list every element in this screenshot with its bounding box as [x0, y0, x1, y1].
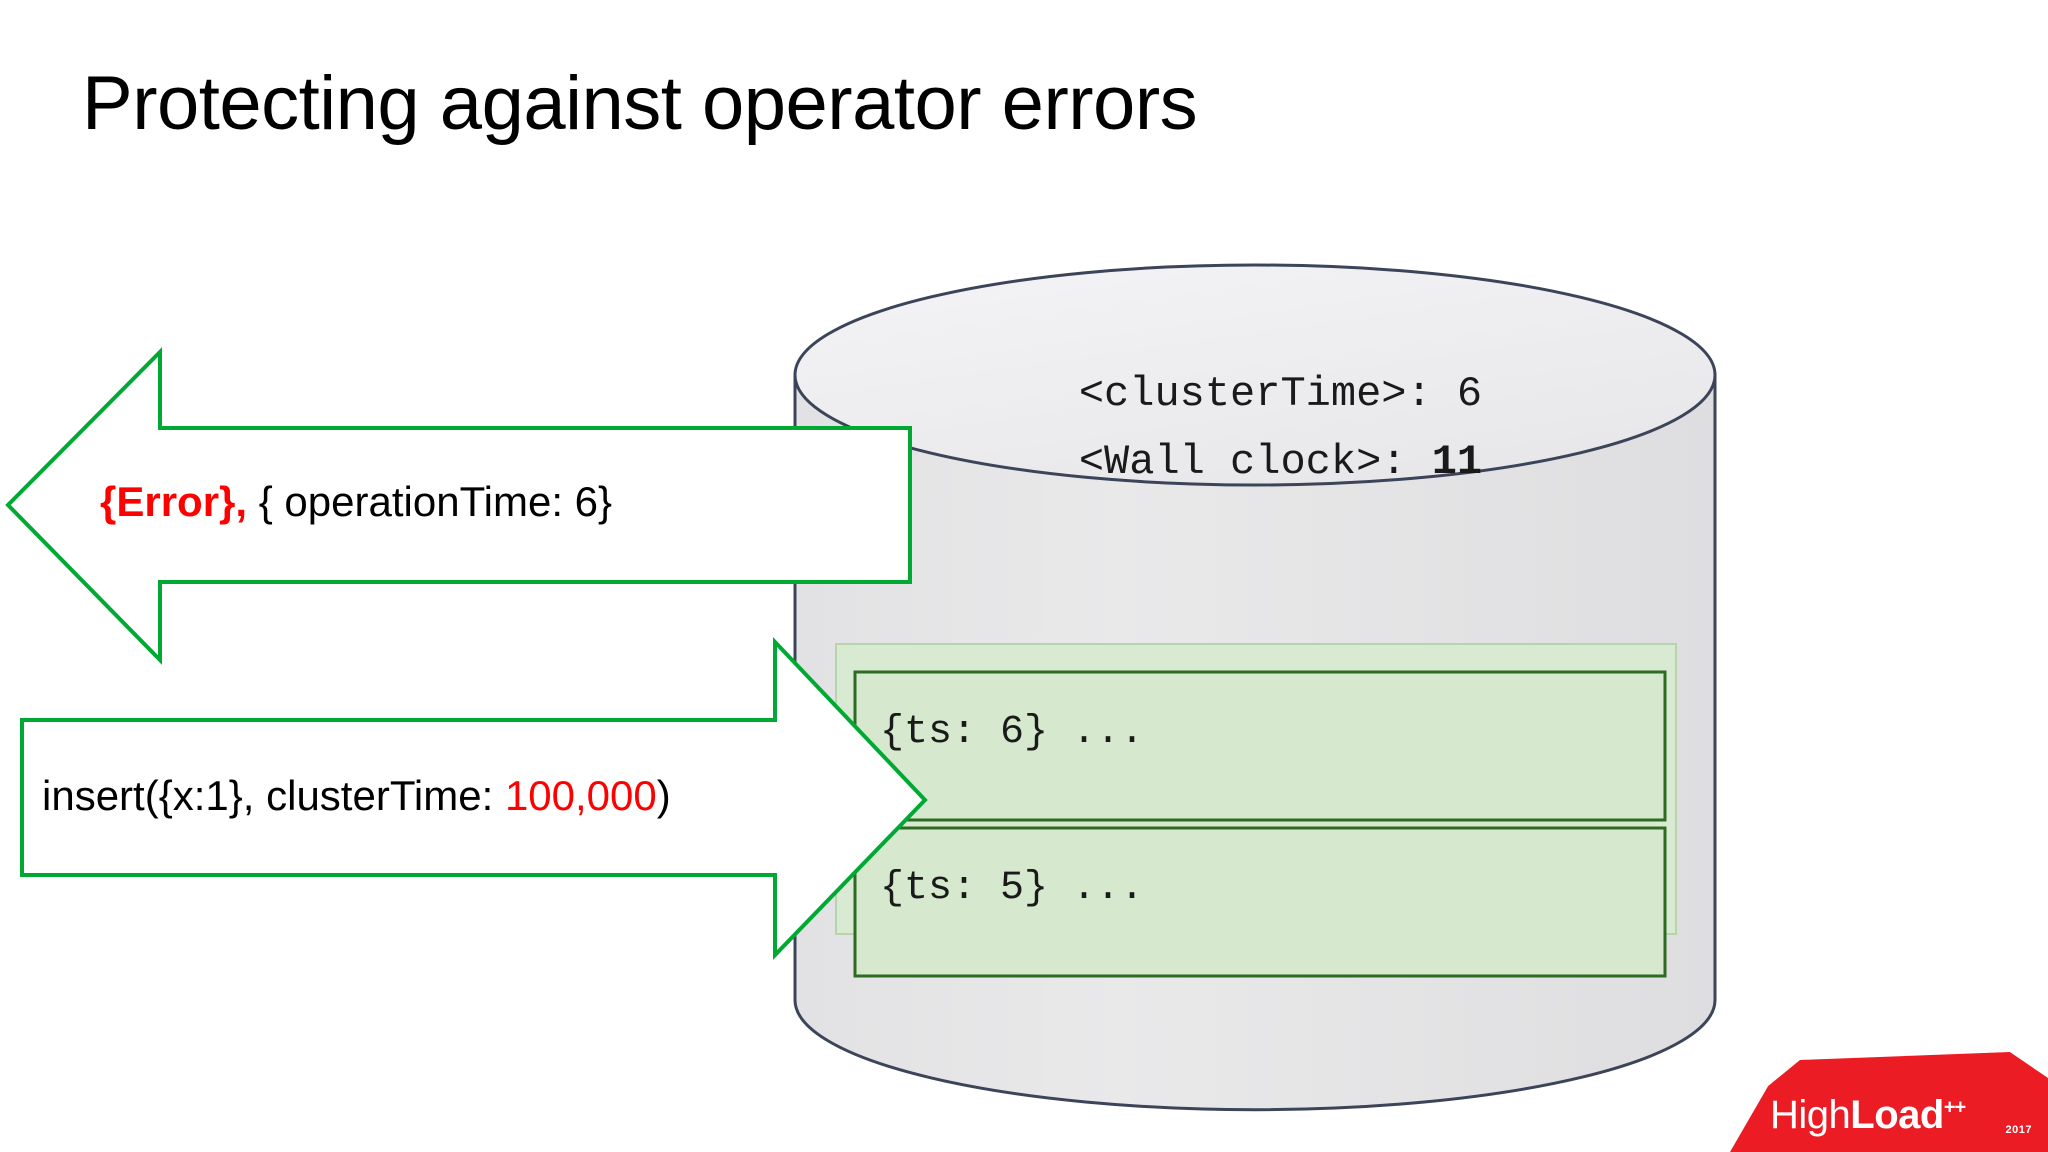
- error-label: {Error},: [100, 478, 248, 525]
- cluster-time-value: 6: [1456, 370, 1483, 418]
- oplog-entry-text-1: {ts: 6} ...: [880, 710, 1145, 755]
- page-title: Protecting against operator errors: [82, 61, 1198, 146]
- insert-request-text: insert({x:1}, clusterTime: 100,000): [42, 772, 671, 820]
- cluster-time-label: <clusterTime>:: [1078, 370, 1432, 418]
- cluster-time-line: <clusterTime>: 6: [978, 322, 1482, 466]
- logo-plus-text: ++: [1943, 1096, 1966, 1119]
- error-response-text: {Error}, { operationTime: 6}: [100, 478, 612, 526]
- insert-prefix: insert({x:1}, clusterTime:: [42, 772, 505, 819]
- wall-clock-line: <Wall clock>: 11: [978, 390, 1482, 534]
- highload-logo: HighLoad++ 2017: [1730, 1052, 2048, 1152]
- error-payload: { operationTime: 6}: [247, 478, 613, 525]
- insert-cluster-time-value: 100,000: [504, 772, 657, 819]
- logo-wordmark: HighLoad++: [1770, 1093, 1966, 1137]
- logo-year-text: 2017: [2005, 1124, 2032, 1136]
- insert-suffix: ): [656, 772, 671, 819]
- logo-load-text: Load: [1850, 1093, 1944, 1137]
- wall-clock-label: <Wall clock>:: [1078, 438, 1407, 486]
- oplog-entry-text-2: {ts: 5} ...: [880, 866, 1145, 911]
- logo-high-text: High: [1770, 1093, 1851, 1137]
- wall-clock-value: 11: [1431, 438, 1483, 486]
